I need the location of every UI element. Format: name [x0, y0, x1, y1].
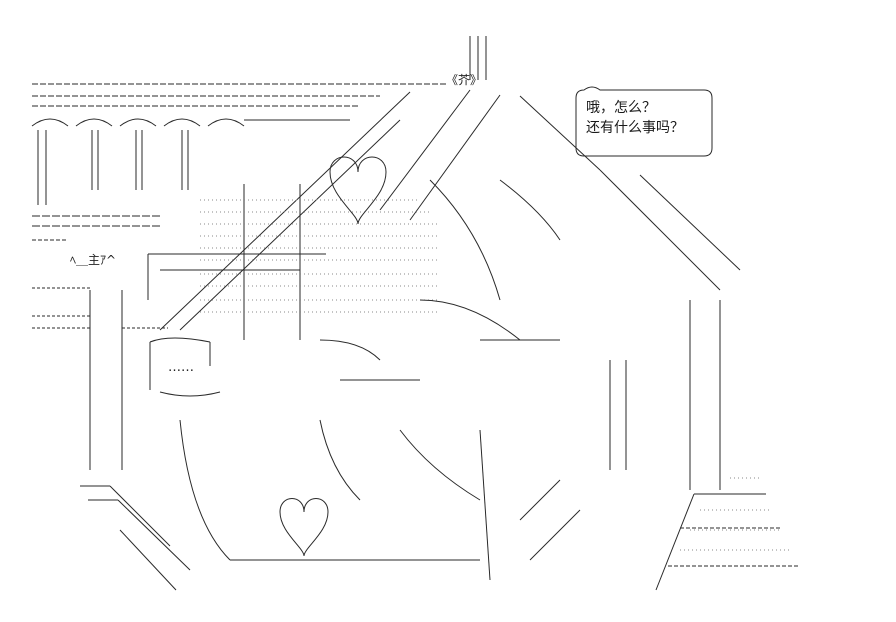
right-structure [519, 300, 798, 591]
left-stairs [80, 290, 191, 591]
sign-label: 《芥》 [446, 73, 483, 87]
cap-text: ﾍ＿主ｱ^ [70, 253, 117, 267]
top-pole [469, 36, 487, 80]
roof-lines [32, 83, 446, 107]
arch-row [31, 118, 350, 127]
left-bands [32, 215, 168, 329]
heart-shapes [279, 156, 387, 557]
dotted-shading [200, 199, 790, 551]
speech-bubble: 哦，怎么？ 还有什么事吗？ [572, 84, 712, 156]
speech-bubble-outline [575, 86, 713, 157]
ellipsis-text: …… [168, 360, 194, 375]
speech-line-2: 还有什么事吗？ [586, 120, 684, 136]
speech-line-1: 哦，怎么？ [586, 100, 656, 116]
figure-lines [149, 179, 561, 581]
roof-struts [159, 89, 741, 331]
door-frame [147, 184, 326, 340]
left-pillars [37, 130, 189, 205]
